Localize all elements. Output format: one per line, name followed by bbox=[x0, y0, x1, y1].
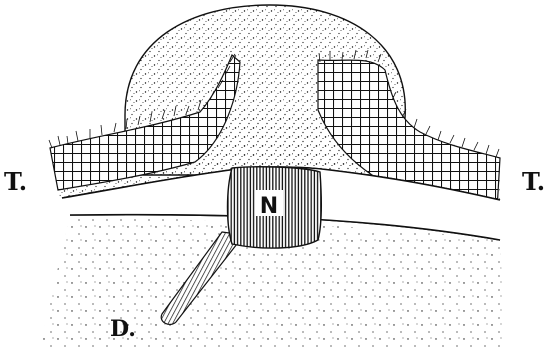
svg-text:N: N bbox=[260, 194, 278, 219]
label-d: D. bbox=[110, 318, 136, 340]
nucleus-label: N bbox=[255, 190, 283, 219]
label-t-right: T. bbox=[522, 170, 545, 194]
label-t-left: T. bbox=[4, 170, 27, 194]
